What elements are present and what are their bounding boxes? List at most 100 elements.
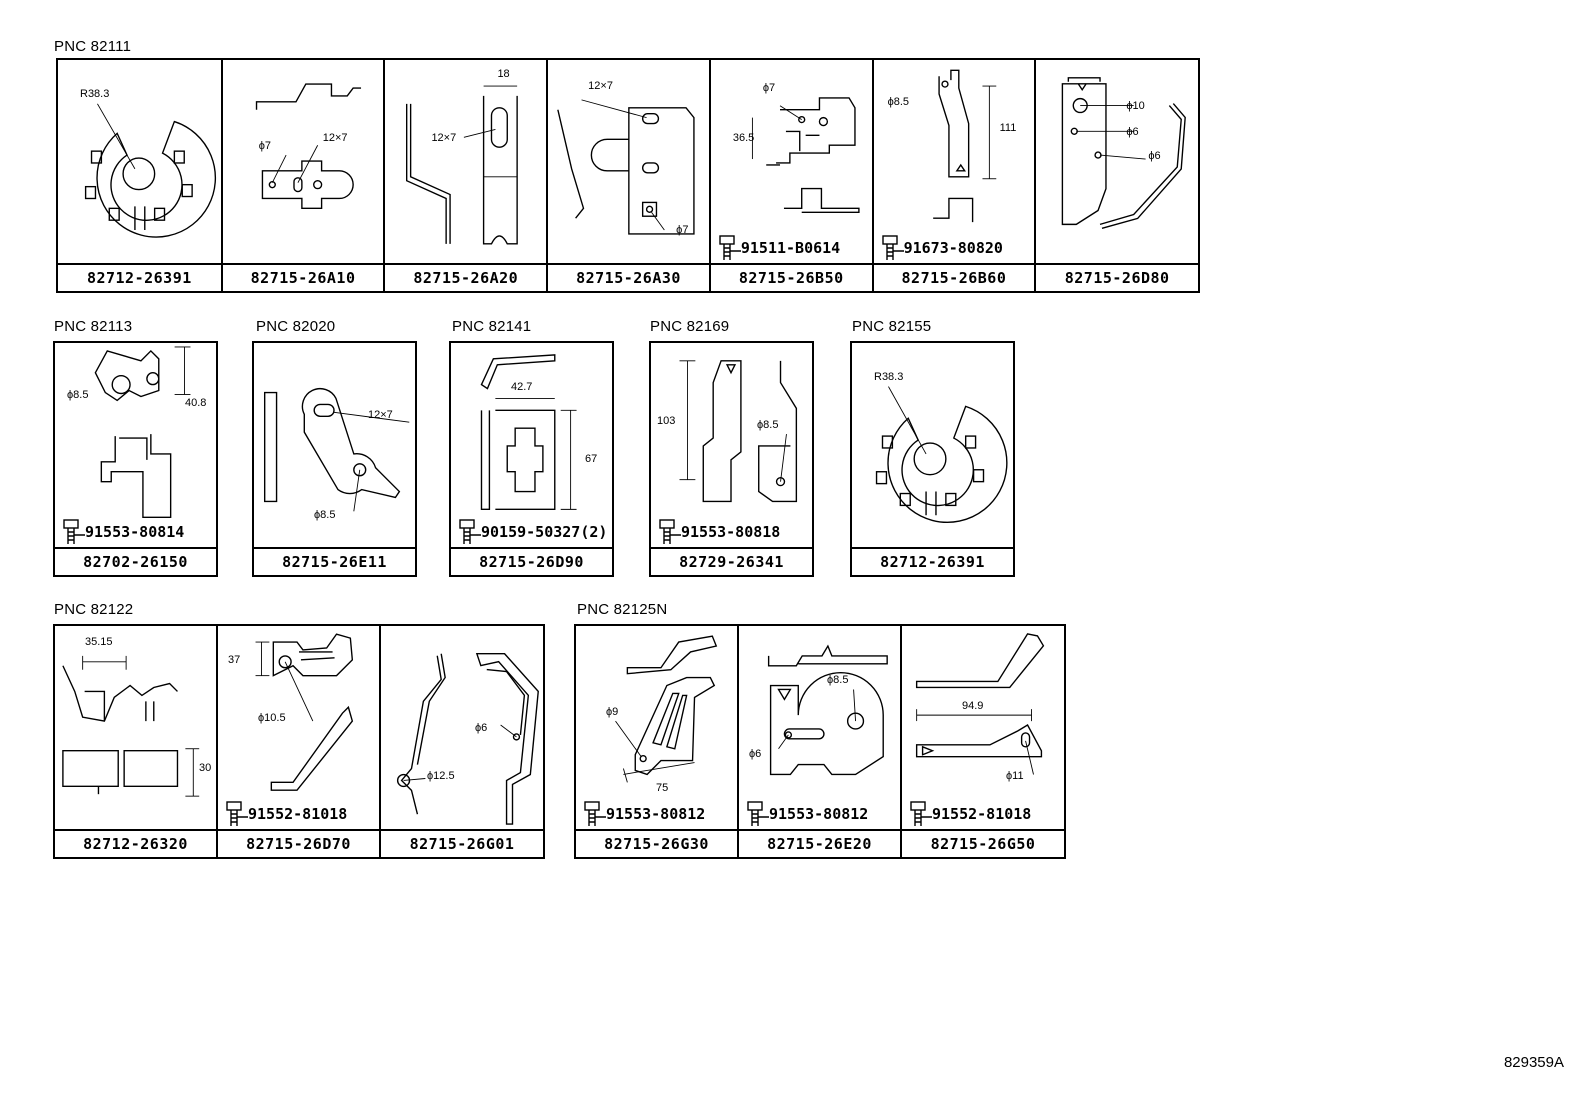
part-cell[interactable]: 18 12×7 82715-26A20 (385, 60, 549, 291)
part-drawing: 94.9 ϕ11 91552-81018 (902, 626, 1064, 829)
bolt-part-number: 90159-50327(2) (481, 523, 608, 541)
part-drawing: 42.7 67 90159-50327(2) (451, 343, 612, 547)
part-drawing: ϕ10 ϕ6 ϕ6 (1036, 60, 1198, 263)
part-number[interactable]: 82715-26G50 (902, 829, 1064, 857)
part-cell[interactable]: 35.15 30 82712-26320 (55, 626, 218, 857)
bolt-callout[interactable]: 91552-81018 (908, 801, 1031, 827)
part-group-82020: 12×7 ϕ8.5 82715-26E11 (252, 341, 417, 577)
part-cell[interactable]: ϕ10 ϕ6 ϕ6 82715-26D80 (1036, 60, 1199, 291)
dimension-label: 103 (657, 415, 676, 427)
bolt-part-number: 91511-B0614 (740, 239, 841, 257)
part-cell[interactable]: R38.3 82712-26391 (852, 343, 1013, 575)
bolt-icon (584, 801, 606, 826)
part-number[interactable]: 82715-26G30 (576, 829, 737, 857)
dimension-label: 67 (585, 453, 598, 465)
dimension-label: 37 (228, 654, 241, 666)
dimension-label: 40.8 (185, 397, 207, 409)
dimension-label: 12×7 (322, 132, 348, 144)
part-group-82155: R38.3 82712-26391 (850, 341, 1015, 577)
dimension-label: ϕ8.5 (757, 419, 779, 431)
part-number[interactable]: 82712-26391 (58, 263, 221, 291)
part-number[interactable]: 82712-26320 (55, 829, 216, 857)
part-cell[interactable]: R38.3 82712-26391 (58, 60, 223, 291)
part-cell[interactable]: 12×7 ϕ8.5 82715-26E11 (254, 343, 415, 575)
dimension-label: ϕ7 (676, 224, 689, 236)
dimension-label: ϕ6 (749, 748, 762, 760)
bolt-callout[interactable]: 90159-50327(2) (457, 519, 607, 545)
bolt-callout[interactable]: 91553-80812 (745, 801, 868, 827)
part-number[interactable]: 82715-26D80 (1036, 263, 1199, 291)
bolt-icon (459, 519, 481, 544)
part-number[interactable]: 82715-26E11 (254, 547, 415, 575)
part-group-82122: 35.15 30 82712-26320 37 ϕ10.5 91552-8101… (53, 624, 545, 859)
part-drawing: R38.3 (852, 343, 1013, 547)
part-number[interactable]: 82715-26D90 (451, 547, 612, 575)
bolt-callout[interactable]: 91553-80812 (582, 801, 705, 827)
pnc-label: PNC 82155 (852, 318, 932, 335)
dimension-label: 12×7 (588, 80, 613, 92)
bolt-callout[interactable]: 91673-80820 (880, 235, 1003, 261)
dimension-label: ϕ6 (1126, 126, 1139, 138)
part-cell[interactable]: ϕ7 12×7 82715-26A10 (222, 60, 386, 291)
part-number[interactable]: 82715-26E20 (739, 829, 900, 857)
bolt-icon (659, 519, 681, 544)
part-number[interactable]: 82715-26A20 (385, 263, 547, 291)
part-number[interactable]: 82715-26B60 (873, 263, 1035, 291)
part-drawing: ϕ12.5 ϕ6 (381, 626, 543, 829)
bolt-part-number: 91553-80818 (681, 523, 781, 541)
pnc-label: PNC 82141 (452, 318, 532, 335)
part-cell[interactable]: 42.7 67 90159-50327(2) 82715-26D90 (451, 343, 612, 575)
dimension-label: ϕ9 (606, 706, 619, 718)
bolt-part-number: 91553-80812 (769, 805, 869, 823)
part-cell[interactable]: ϕ8.5 40.8 91553-80814 82702-26150 (55, 343, 216, 575)
part-number[interactable]: 82715-26A10 (222, 263, 384, 291)
bolt-part-number: 91552-81018 (932, 805, 1032, 823)
part-cell[interactable]: ϕ8.5 ϕ6 91553-80812 82715-26E20 (739, 626, 902, 857)
bolt-callout[interactable]: 91553-80814 (61, 519, 184, 545)
part-cell[interactable]: ϕ8.5 111 91673-80820 82715-26B60 (873, 60, 1037, 291)
figure-id: 829359A (1503, 1054, 1564, 1071)
bolt-icon (910, 801, 932, 826)
part-cell[interactable]: 94.9 ϕ11 91552-81018 82715-26G50 (902, 626, 1064, 857)
part-cell[interactable]: ϕ12.5 ϕ6 82715-26G01 (381, 626, 543, 857)
dimension-label: ϕ7 (762, 82, 776, 94)
dimension-label: 35.15 (85, 636, 113, 648)
part-group-82169: 103 ϕ8.5 91553-80818 82729-26341 (649, 341, 814, 577)
bolt-part-number: 91552-81018 (248, 805, 348, 823)
pnc-label: PNC 82169 (650, 318, 730, 335)
part-cell[interactable]: 103 ϕ8.5 91553-80818 82729-26341 (651, 343, 812, 575)
pnc-label: PNC 82125N (577, 601, 668, 618)
part-group-82111: R38.3 82712-26391 ϕ7 12×7 82715-26A10 (56, 58, 1200, 293)
dimension-label: 111 (999, 122, 1017, 134)
dimension-label: 42.7 (511, 381, 533, 393)
part-number[interactable]: 82729-26341 (651, 547, 812, 575)
dimension-label: ϕ6 (1148, 150, 1161, 162)
bolt-callout[interactable]: 91552-81018 (224, 801, 347, 827)
part-cell[interactable]: 37 ϕ10.5 91552-81018 82715-26D70 (218, 626, 381, 857)
part-number[interactable]: 82715-26B50 (710, 263, 872, 291)
part-number[interactable]: 82712-26391 (852, 547, 1013, 575)
part-drawing: ϕ9 75 91553-80812 (576, 626, 737, 829)
part-drawing: 12×7 ϕ7 (548, 60, 709, 263)
part-drawing: 18 12×7 (385, 60, 546, 263)
part-cell[interactable]: 12×7 ϕ7 82715-26A30 (548, 60, 711, 291)
part-number[interactable]: 82715-26A30 (548, 263, 709, 291)
bolt-icon (747, 801, 769, 826)
part-cell[interactable]: ϕ7 36.5 91511-B0614 82715-26B50 (710, 60, 874, 291)
part-drawing: R38.3 (58, 60, 221, 263)
dimension-label: ϕ7 (258, 140, 271, 152)
part-drawing: ϕ7 12×7 (223, 60, 384, 263)
bolt-part-number: 91553-80812 (606, 805, 706, 823)
pnc-label: PNC 82111 (54, 38, 132, 55)
bolt-callout[interactable]: 91511-B0614 (717, 235, 840, 261)
part-number[interactable]: 82702-26150 (55, 547, 216, 575)
dimension-label: ϕ8.5 (887, 96, 910, 108)
part-number[interactable]: 82715-26D70 (218, 829, 379, 857)
part-group-82125N: ϕ9 75 91553-80812 82715-26G30 ϕ8.5 ϕ6 9 (574, 624, 1066, 859)
dimension-label: ϕ8.5 (827, 674, 849, 686)
part-drawing: ϕ8.5 40.8 91553-80814 (55, 343, 216, 547)
part-number[interactable]: 82715-26G01 (381, 829, 543, 857)
bolt-callout[interactable]: 91553-80818 (657, 519, 780, 545)
part-group-82141: 42.7 67 90159-50327(2) 82715-26D90 (449, 341, 614, 577)
part-cell[interactable]: ϕ9 75 91553-80812 82715-26G30 (576, 626, 739, 857)
